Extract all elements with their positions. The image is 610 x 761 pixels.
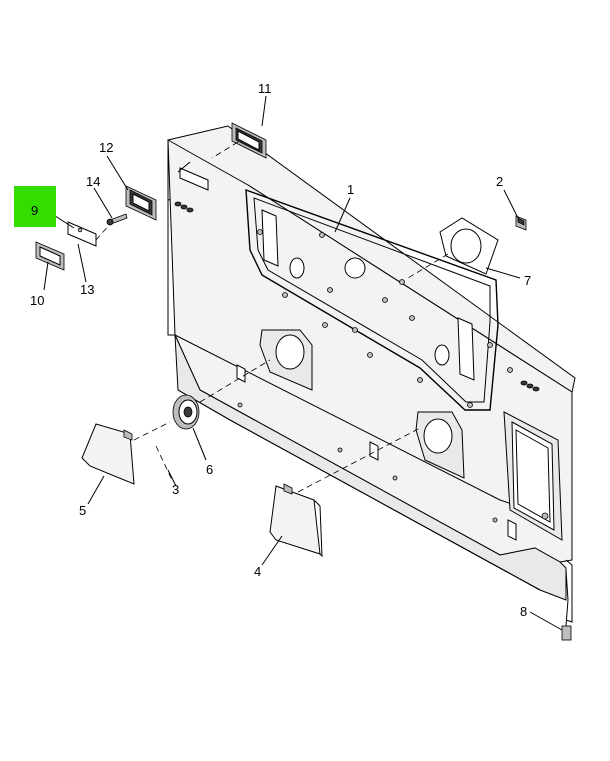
speaker-grille-5 [81, 421, 171, 485]
callout-1[interactable]: 1 [347, 182, 354, 197]
callout-14[interactable]: 14 [86, 174, 100, 189]
wire-3 [155, 445, 173, 481]
callout-6[interactable]: 6 [206, 462, 213, 477]
callout-8[interactable]: 8 [520, 604, 527, 619]
highlighted-callout-box[interactable] [14, 186, 56, 227]
bezel-12 [125, 185, 157, 221]
clip-2 [515, 215, 527, 231]
callout-7[interactable]: 7 [524, 273, 531, 288]
callout-11[interactable]: 11 [258, 81, 272, 96]
back-panel [167, 125, 576, 623]
callout-2[interactable]: 2 [496, 174, 503, 189]
screw-14 [106, 213, 128, 226]
callout-10[interactable]: 10 [30, 293, 44, 308]
callout-13[interactable]: 13 [80, 282, 94, 297]
callout-3[interactable]: 3 [172, 482, 179, 497]
leader-lines [43, 95, 563, 631]
fastener-dots [237, 229, 513, 523]
bezel-10 [35, 241, 65, 271]
switch-bezel-11 [211, 122, 267, 159]
plate-13 [67, 221, 111, 247]
harness-8 [561, 569, 572, 641]
speaker-plate-7 [407, 217, 499, 279]
louver-holes-left [174, 201, 194, 213]
callout-9[interactable]: 9 [31, 203, 38, 218]
callout-4[interactable]: 4 [254, 564, 261, 579]
callout-5[interactable]: 5 [79, 503, 86, 518]
speaker-grille-4 [269, 427, 421, 558]
callout-12[interactable]: 12 [99, 140, 113, 155]
speaker-6 [172, 359, 271, 430]
louver-holes-right [520, 380, 540, 392]
callout-labels: 1 2 3 4 5 6 7 8 9 10 11 12 13 14 [30, 81, 531, 619]
